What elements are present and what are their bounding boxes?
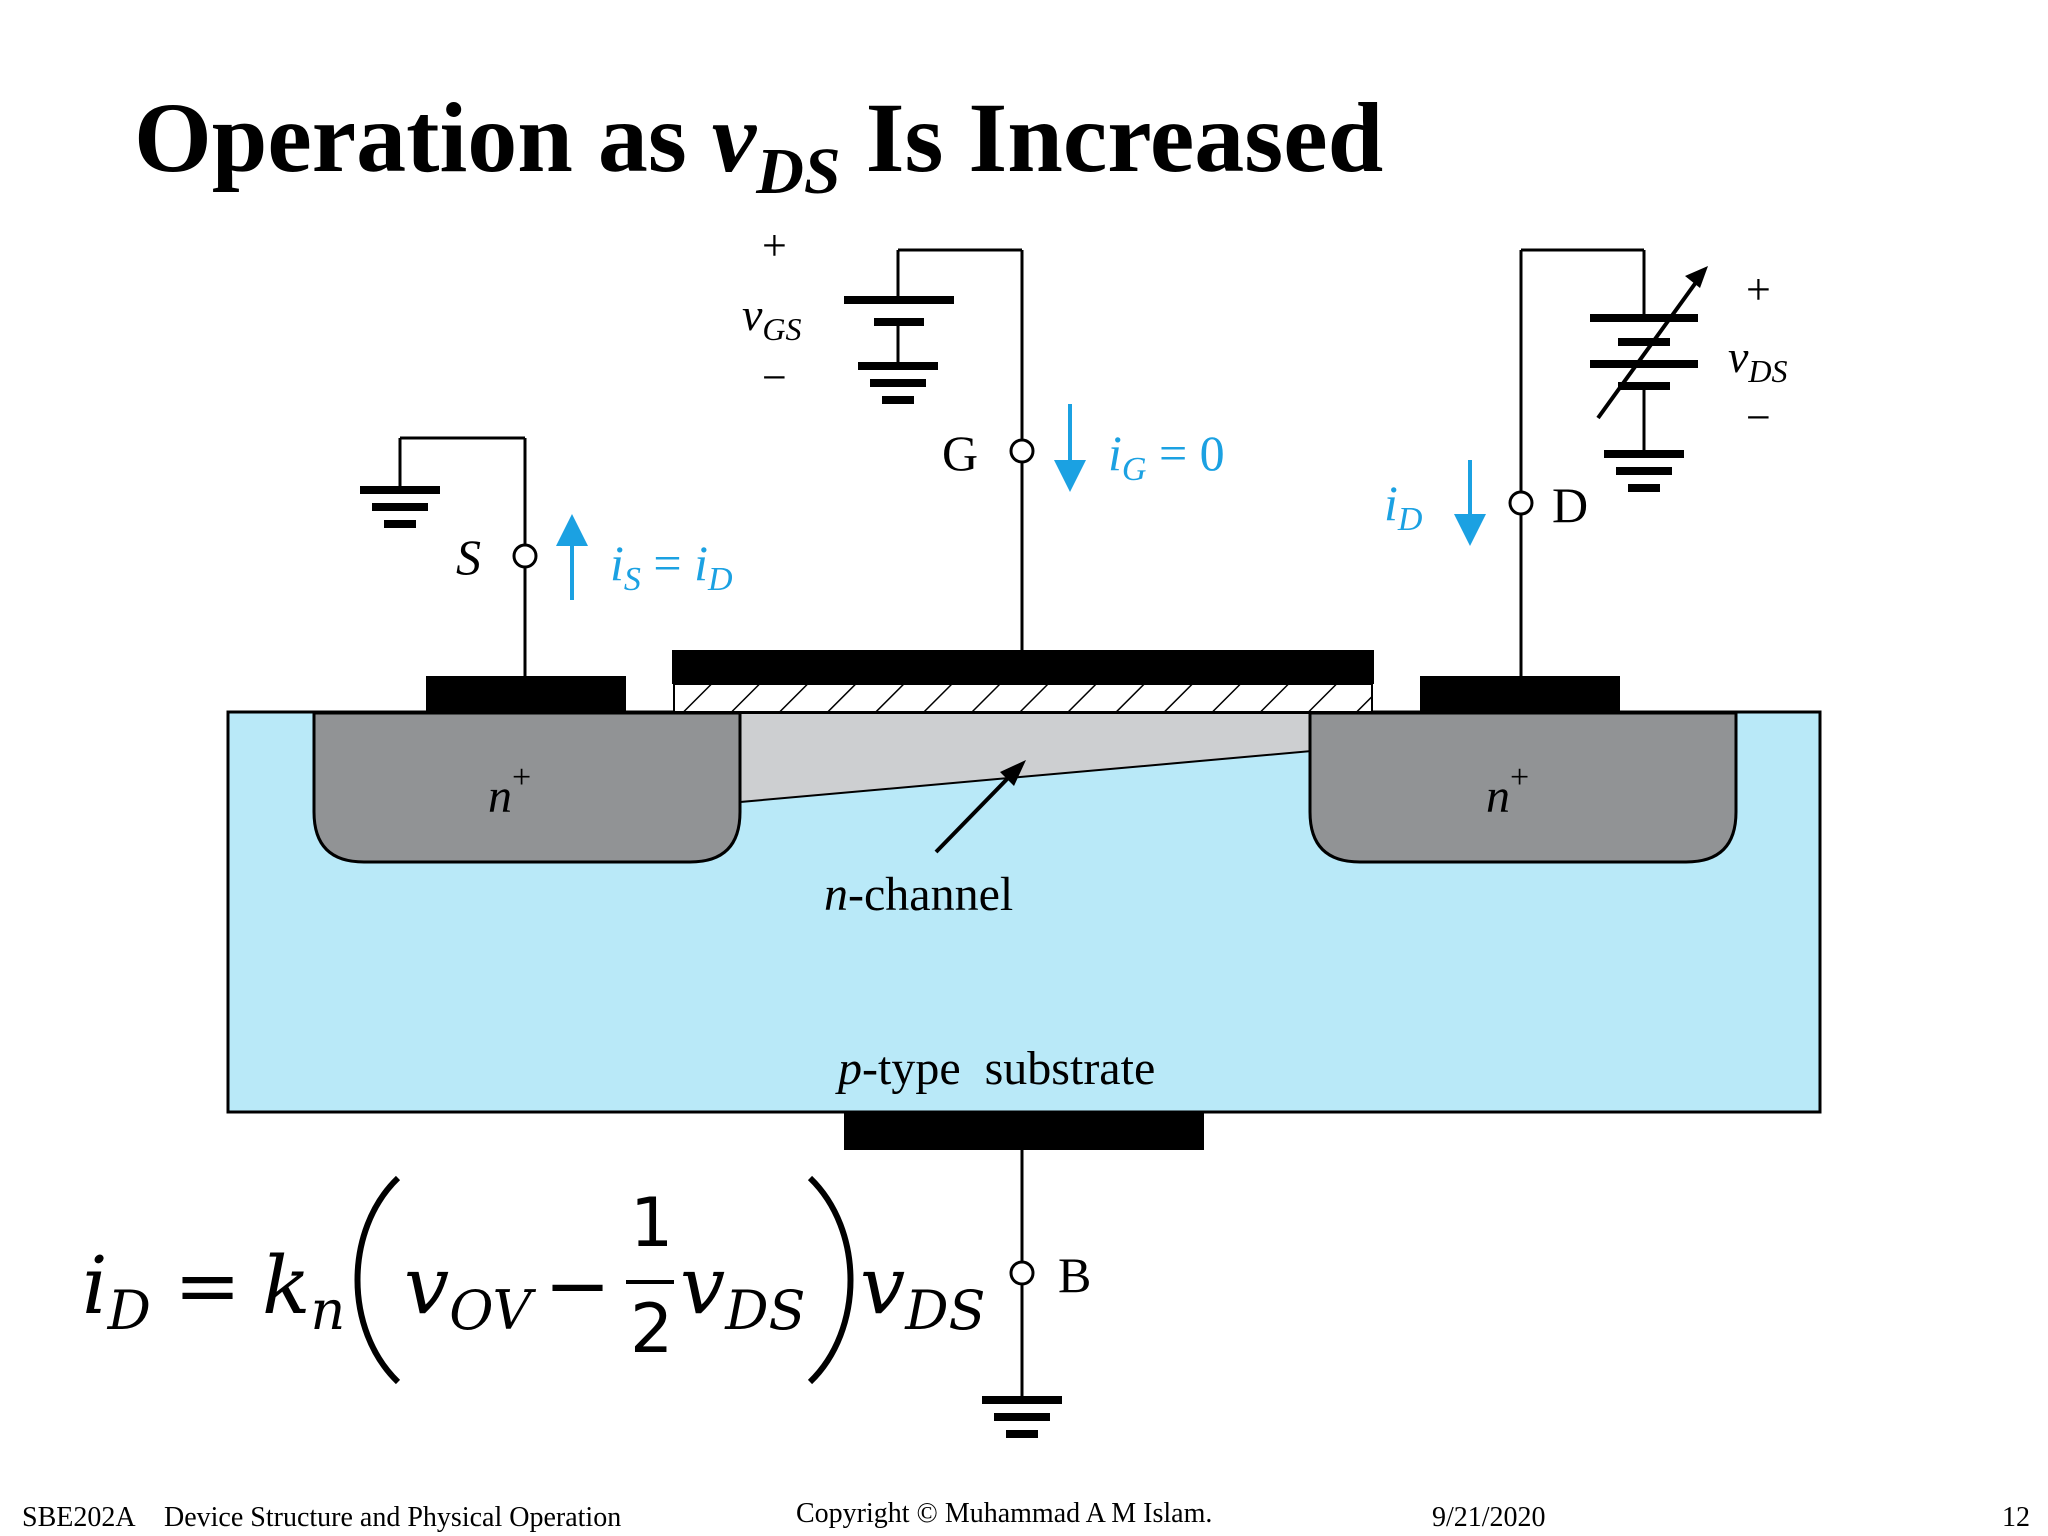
- n-channel-label: n-channel: [824, 868, 1013, 921]
- footer-copyright: Copyright © Muhammad A M Islam.: [796, 1498, 1213, 1529]
- source-terminal-label: S: [456, 529, 481, 585]
- drain-wiring: [1508, 248, 1646, 676]
- drain-contact: [1420, 676, 1620, 712]
- gate-wiring: [896, 248, 1035, 650]
- drain-ground-icon: [1604, 450, 1684, 492]
- equation-parentheses: [354, 1175, 854, 1385]
- n-plus-source-label: n+: [488, 759, 531, 823]
- is-current-label: iS = iD: [610, 535, 733, 598]
- n-plus-source-region: [312, 711, 742, 864]
- source-ground-icon: [360, 486, 440, 528]
- id-current-label: iD: [1384, 475, 1423, 538]
- ig-current-label: iG = 0: [1108, 425, 1225, 488]
- vgs-minus-label: −: [762, 353, 787, 402]
- body-contact: [844, 1112, 1204, 1150]
- equation-equals: =: [174, 1239, 242, 1332]
- vds-battery-icon: [1590, 314, 1698, 390]
- n-plus-drain-label: n+: [1486, 759, 1529, 823]
- drain-terminal-label: D: [1552, 477, 1588, 533]
- variable-source-arrow-icon: [1596, 266, 1708, 420]
- equation-fraction-numerator: 1: [630, 1184, 674, 1263]
- vgs-battery-icon: [844, 296, 954, 326]
- source-wiring: [398, 436, 538, 676]
- equation-vds-inner: vDS: [680, 1239, 806, 1342]
- gate-terminal-label: G: [942, 425, 978, 481]
- vds-label: vDS: [1728, 331, 1788, 389]
- vds-plus-label: +: [1746, 265, 1771, 314]
- gate-ground-icon: [858, 362, 938, 404]
- equation-vds-outer: vDS: [860, 1239, 986, 1342]
- vds-minus-label: −: [1746, 393, 1771, 442]
- equation-kn: kn: [262, 1239, 346, 1342]
- footer-page-number: 12: [2002, 1502, 2030, 1533]
- gate-electrode: [672, 650, 1374, 684]
- body-terminal-label: B: [1058, 1247, 1091, 1303]
- gate-oxide-hatch: [674, 684, 1372, 712]
- footer-topic: Device Structure and Physical Operation: [164, 1502, 622, 1533]
- substrate-label: p-type substrate: [835, 1042, 1155, 1095]
- slide-title: Operation as vDS Is Increased: [134, 82, 1384, 208]
- source-contact: [426, 676, 626, 712]
- equation-minus: −: [544, 1239, 612, 1332]
- footer-course: SBE202A: [22, 1502, 136, 1533]
- equation-id: iD: [82, 1239, 151, 1342]
- channel-pointer-arrow-icon: [934, 760, 1026, 854]
- body-ground-icon: [982, 1396, 1062, 1438]
- footer-date: 9/21/2020: [1432, 1502, 1546, 1533]
- n-plus-drain-region: [1308, 711, 1738, 864]
- body-wiring: [1009, 1150, 1035, 1396]
- vgs-label: vGS: [742, 289, 802, 347]
- vgs-plus-label: +: [762, 221, 787, 270]
- equation-vov: vOV: [404, 1239, 532, 1342]
- equation-fraction-denominator: 2: [630, 1290, 674, 1369]
- drain-current-equation: iD = kn vOV − 1 2 vDS vDS: [82, 1170, 1002, 1390]
